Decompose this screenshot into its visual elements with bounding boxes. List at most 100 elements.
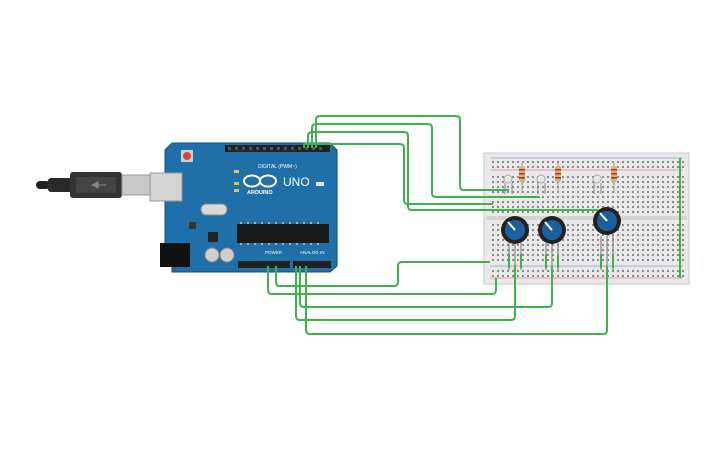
breadboard-hole[interactable] — [567, 161, 569, 163]
breadboard-hole[interactable] — [512, 201, 514, 203]
breadboard-hole[interactable] — [492, 229, 494, 231]
breadboard-hole[interactable] — [622, 186, 624, 188]
breadboard-hole[interactable] — [632, 191, 634, 193]
breadboard-hole[interactable] — [597, 259, 599, 261]
breadboard-hole[interactable] — [612, 234, 614, 236]
breadboard-hole[interactable] — [492, 249, 494, 251]
breadboard-hole[interactable] — [617, 206, 619, 208]
usb-cable[interactable] — [36, 172, 153, 198]
breadboard-hole[interactable] — [652, 181, 654, 183]
breadboard-hole[interactable] — [557, 201, 559, 203]
breadboard-hole[interactable] — [672, 161, 674, 163]
breadboard-hole[interactable] — [582, 161, 584, 163]
breadboard-hole[interactable] — [617, 239, 619, 241]
breadboard-hole[interactable] — [522, 191, 524, 193]
breadboard-hole[interactable] — [597, 206, 599, 208]
breadboard-hole[interactable] — [647, 249, 649, 251]
breadboard-hole[interactable] — [547, 181, 549, 183]
breadboard-hole[interactable] — [637, 239, 639, 241]
breadboard-hole[interactable] — [562, 259, 564, 261]
breadboard-hole[interactable] — [502, 254, 504, 256]
breadboard-hole[interactable] — [587, 270, 589, 272]
breadboard-hole[interactable] — [572, 176, 574, 178]
breadboard-hole[interactable] — [542, 161, 544, 163]
resistor-1[interactable] — [519, 163, 525, 193]
breadboard-hole[interactable] — [527, 239, 529, 241]
breadboard-hole[interactable] — [622, 239, 624, 241]
breadboard-hole[interactable] — [657, 181, 659, 183]
breadboard-hole[interactable] — [542, 249, 544, 251]
breadboard-hole[interactable] — [562, 196, 564, 198]
breadboard-hole[interactable] — [527, 206, 529, 208]
breadboard-hole[interactable] — [522, 254, 524, 256]
breadboard-hole[interactable] — [657, 211, 659, 213]
breadboard-hole[interactable] — [582, 186, 584, 188]
breadboard-hole[interactable] — [602, 166, 604, 168]
breadboard-hole[interactable] — [587, 176, 589, 178]
breadboard-hole[interactable] — [602, 186, 604, 188]
breadboard-hole[interactable] — [662, 275, 664, 277]
breadboard-hole[interactable] — [557, 270, 559, 272]
breadboard-hole[interactable] — [647, 259, 649, 261]
breadboard-hole[interactable] — [537, 234, 539, 236]
breadboard-hole[interactable] — [682, 201, 684, 203]
breadboard-hole[interactable] — [592, 224, 594, 226]
breadboard-hole[interactable] — [587, 275, 589, 277]
breadboard-hole[interactable] — [627, 259, 629, 261]
breadboard-hole[interactable] — [512, 176, 514, 178]
breadboard-hole[interactable] — [642, 234, 644, 236]
breadboard-hole[interactable] — [587, 186, 589, 188]
led-3[interactable] — [592, 174, 602, 194]
breadboard-hole[interactable] — [597, 161, 599, 163]
breadboard-hole[interactable] — [497, 186, 499, 188]
breadboard-hole[interactable] — [622, 224, 624, 226]
breadboard-hole[interactable] — [662, 224, 664, 226]
breadboard-hole[interactable] — [532, 234, 534, 236]
breadboard-hole[interactable] — [677, 206, 679, 208]
breadboard-hole[interactable] — [627, 206, 629, 208]
breadboard-hole[interactable] — [667, 234, 669, 236]
breadboard-hole[interactable] — [572, 239, 574, 241]
breadboard-hole[interactable] — [622, 249, 624, 251]
breadboard-hole[interactable] — [512, 181, 514, 183]
breadboard-hole[interactable] — [652, 229, 654, 231]
breadboard-hole[interactable] — [632, 211, 634, 213]
breadboard-hole[interactable] — [647, 234, 649, 236]
breadboard-hole[interactable] — [577, 166, 579, 168]
breadboard-hole[interactable] — [617, 275, 619, 277]
breadboard-hole[interactable] — [657, 186, 659, 188]
breadboard-hole[interactable] — [622, 211, 624, 213]
breadboard-hole[interactable] — [547, 270, 549, 272]
breadboard-hole[interactable] — [577, 191, 579, 193]
breadboard-hole[interactable] — [587, 249, 589, 251]
breadboard-hole[interactable] — [637, 181, 639, 183]
breadboard-hole[interactable] — [542, 191, 544, 193]
breadboard-hole[interactable] — [592, 186, 594, 188]
breadboard-hole[interactable] — [597, 270, 599, 272]
breadboard-hole[interactable] — [507, 201, 509, 203]
breadboard-hole[interactable] — [582, 239, 584, 241]
breadboard-hole[interactable] — [647, 244, 649, 246]
breadboard-hole[interactable] — [572, 234, 574, 236]
breadboard-hole[interactable] — [642, 275, 644, 277]
breadboard-hole[interactable] — [677, 270, 679, 272]
breadboard-hole[interactable] — [677, 211, 679, 213]
breadboard-hole[interactable] — [652, 201, 654, 203]
breadboard-hole[interactable] — [557, 275, 559, 277]
breadboard-hole[interactable] — [617, 161, 619, 163]
breadboard-hole[interactable] — [642, 224, 644, 226]
breadboard-hole[interactable] — [657, 224, 659, 226]
breadboard-hole[interactable] — [547, 186, 549, 188]
breadboard-hole[interactable] — [532, 270, 534, 272]
breadboard-hole[interactable] — [547, 259, 549, 261]
breadboard-hole[interactable] — [552, 181, 554, 183]
breadboard-hole[interactable] — [622, 254, 624, 256]
breadboard-hole[interactable] — [647, 229, 649, 231]
wire-digital-1[interactable] — [315, 115, 509, 191]
breadboard-hole[interactable] — [547, 275, 549, 277]
breadboard-hole[interactable] — [642, 196, 644, 198]
breadboard-hole[interactable] — [657, 206, 659, 208]
breadboard-hole[interactable] — [532, 166, 534, 168]
breadboard-hole[interactable] — [602, 275, 604, 277]
breadboard-hole[interactable] — [507, 211, 509, 213]
